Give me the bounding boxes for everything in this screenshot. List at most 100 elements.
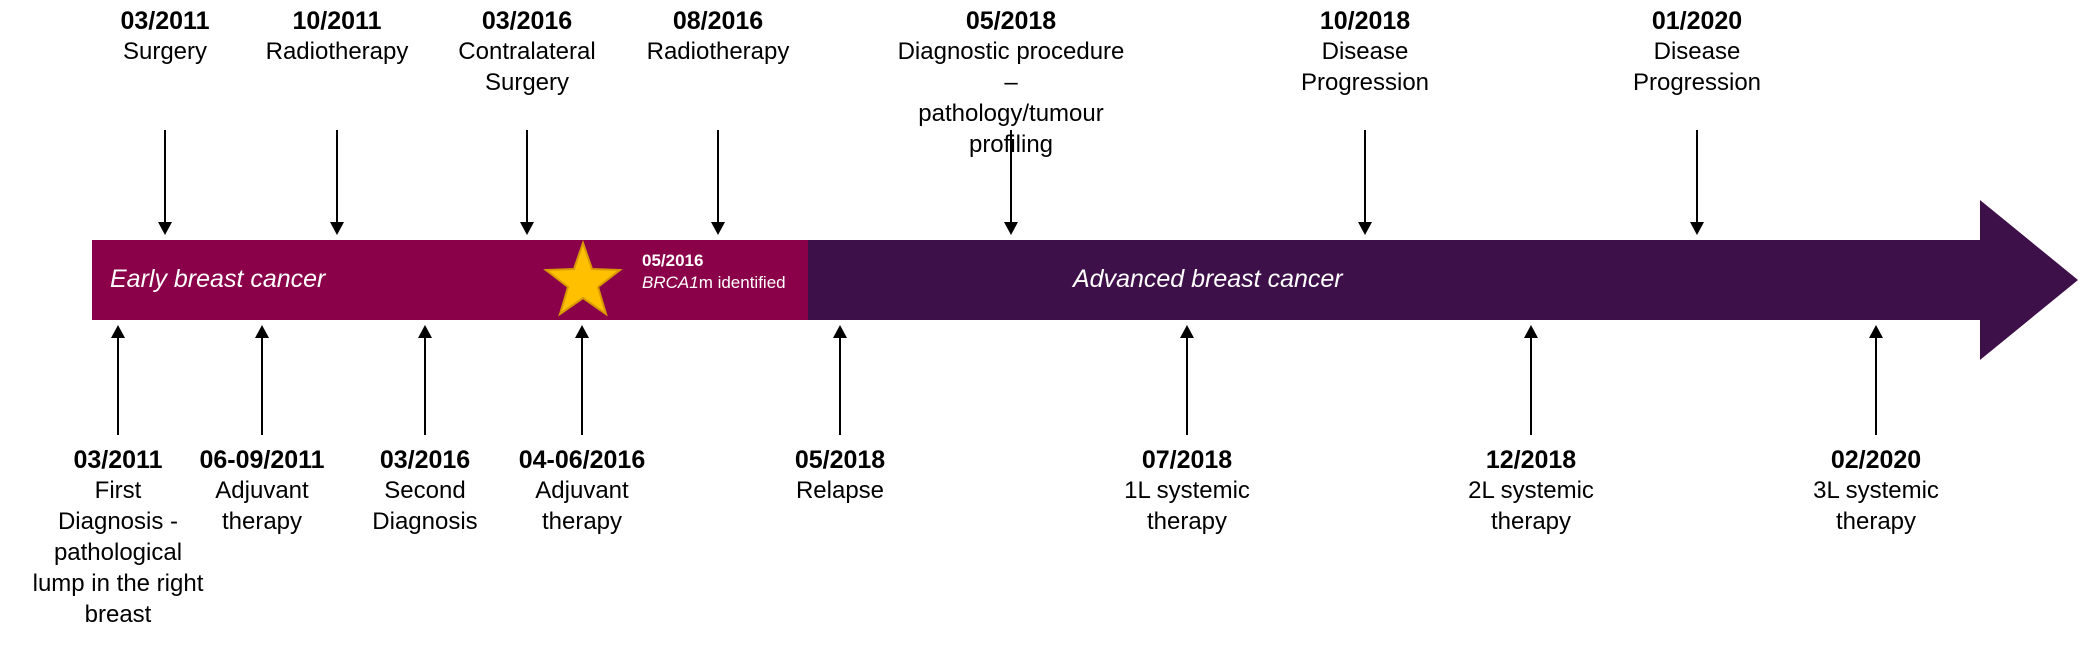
top-event-arrow-1 <box>330 130 344 235</box>
event-date: 04-06/2016 <box>518 446 646 474</box>
arrowhead-icon <box>255 325 269 338</box>
brca-gene: BRCA1 <box>642 273 699 292</box>
event-description: Diagnostic procedure – <box>897 38 1125 96</box>
bottom-event-arrow-5 <box>1180 325 1194 435</box>
event-description: pathology/tumour profiling <box>918 100 1104 158</box>
arrowhead-icon <box>1004 222 1018 235</box>
arrowhead-icon <box>520 222 534 235</box>
event-date: 07/2018 <box>1141 446 1233 474</box>
event-description: therapy <box>1490 508 1572 535</box>
event-description: Progression <box>1632 69 1762 96</box>
bottom-event-arrow-7 <box>1869 325 1883 435</box>
top-event-arrow-2 <box>520 130 534 235</box>
event-description: 3L systemic <box>1813 477 1939 504</box>
event-description: Relapse <box>795 477 885 504</box>
event-date: 08/2016 <box>672 7 764 35</box>
arrowhead-icon <box>833 325 847 338</box>
event-description: breast <box>84 601 152 628</box>
event-date: 03/2016 <box>481 7 573 35</box>
event-date: 10/2011 <box>292 7 382 35</box>
event-date: 06-09/2011 <box>199 446 325 474</box>
bottom-event-arrow-3 <box>575 325 589 435</box>
event-description: therapy <box>221 508 303 535</box>
event-description: therapy <box>1835 508 1917 535</box>
early-breast-cancer-label: Early breast cancer <box>110 265 326 293</box>
event-date: 03/2011 <box>120 7 210 35</box>
top-event-arrow-4 <box>1004 130 1018 235</box>
star-icon <box>543 239 623 317</box>
top-event-arrow-3 <box>711 130 725 235</box>
arrowhead-icon <box>1869 325 1883 338</box>
top-event-arrow-0 <box>158 130 172 235</box>
event-date: 02/2020 <box>1830 446 1922 474</box>
event-date: 03/2016 <box>379 446 471 474</box>
brca-identified-label: 05/2016 BRCA1m identified <box>642 250 786 294</box>
event-date: 05/2018 <box>965 7 1057 35</box>
arrowhead-icon <box>1180 325 1194 338</box>
early-breast-cancer-band <box>92 240 812 320</box>
event-date: 10/2018 <box>1319 7 1411 35</box>
event-description: Progression <box>1300 69 1430 96</box>
event-description: Radiotherapy <box>646 38 790 65</box>
event-description: Contralateral <box>458 38 596 65</box>
event-description: 1L systemic <box>1124 477 1250 504</box>
brca-date: 05/2016 <box>642 251 704 270</box>
event-description: pathological <box>53 539 183 566</box>
advanced-breast-cancer-arrow <box>808 200 2078 360</box>
event-description: therapy <box>541 508 623 535</box>
bottom-event-arrows <box>111 325 1883 435</box>
bottom-event-arrow-1 <box>255 325 269 435</box>
event-date: 01/2020 <box>1651 7 1743 35</box>
event-description: Diagnosis <box>372 508 478 535</box>
event-description: lump in the right <box>32 570 204 597</box>
event-description: Disease <box>1321 38 1409 65</box>
event-description: Adjuvant <box>215 477 309 504</box>
event-description: Second <box>384 477 466 504</box>
arrowhead-icon <box>418 325 432 338</box>
event-date: 03/2011 <box>73 446 163 474</box>
arrowhead-icon <box>111 325 125 338</box>
event-description: Diagnosis - <box>57 508 179 535</box>
arrowhead-icon <box>1358 222 1372 235</box>
arrowhead-icon <box>575 325 589 338</box>
bottom-event-label-7: 02/2020 3L systemic therapy <box>1756 445 1996 537</box>
event-description: 2L systemic <box>1468 477 1594 504</box>
bottom-event-arrow-4 <box>833 325 847 435</box>
bottom-event-arrow-6 <box>1524 325 1538 435</box>
event-description: First <box>94 477 142 504</box>
arrowhead-icon <box>330 222 344 235</box>
event-description: Surgery <box>122 38 208 65</box>
arrowhead-icon <box>158 222 172 235</box>
arrowhead-icon <box>1690 222 1704 235</box>
bottom-event-arrow-0 <box>111 325 125 435</box>
event-description: Disease <box>1653 38 1741 65</box>
event-description: therapy <box>1146 508 1228 535</box>
event-description: Adjuvant <box>535 477 629 504</box>
bottom-event-label-6: 12/2018 2L systemic therapy <box>1411 445 1651 537</box>
advanced-breast-cancer-label: Advanced breast cancer <box>1073 265 1343 293</box>
top-event-arrow-6 <box>1690 130 1704 235</box>
event-description: Surgery <box>484 69 570 96</box>
brca-suffix: m identified <box>698 273 786 292</box>
event-description: Radiotherapy <box>265 38 409 65</box>
event-date: 12/2018 <box>1485 446 1577 474</box>
event-date: 05/2018 <box>794 446 886 474</box>
bottom-event-label-5: 07/2018 1L systemic therapy <box>1067 445 1307 537</box>
top-event-arrows <box>158 130 1704 235</box>
arrowhead-icon <box>1524 325 1538 338</box>
bottom-event-arrow-2 <box>418 325 432 435</box>
top-event-arrow-5 <box>1358 130 1372 235</box>
